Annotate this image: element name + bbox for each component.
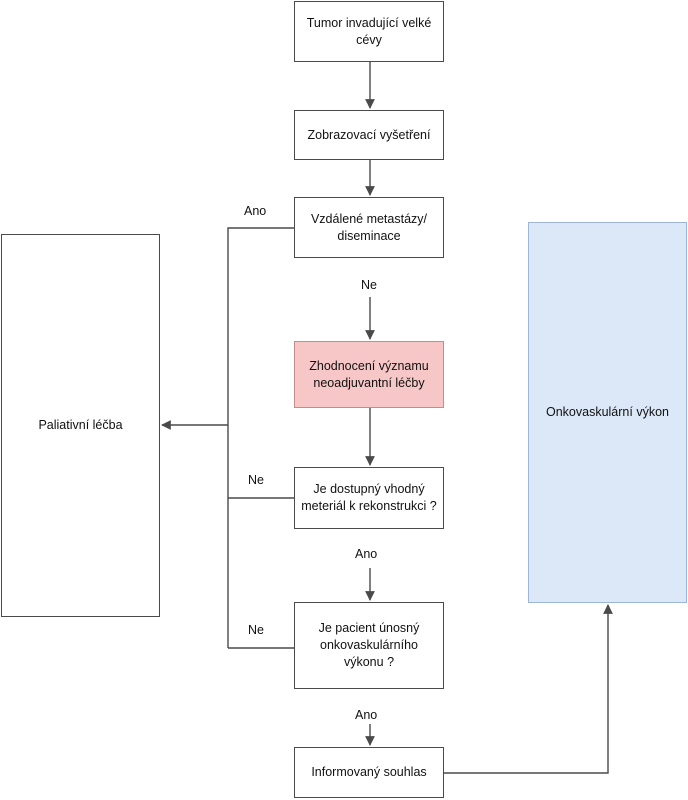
node-palliative-label: Paliativní léčba [38,418,123,433]
node-consent: Informovaný souhlas [294,747,444,798]
node-imaging: Zobrazovací vyšetření [294,110,444,160]
label-metastases-yes: Ano [244,204,267,218]
label-patient-yes: Ano [355,708,378,722]
node-palliative: Paliativní léčba [1,234,160,617]
label-material-no: Ne [248,473,264,487]
node-material: Je dostupný vhodný meteriál k rekonstruk… [294,467,444,529]
node-imaging-label: Zobrazovací vyšetření [307,127,431,142]
node-neoadjuvant: Zhodnocení významu neoadjuvantní léčby [294,341,444,408]
node-patient: Je pacient únosný onkovaskulárního výkon… [294,602,444,689]
node-tumor: Tumor invadující velké cévy [294,1,444,62]
node-consent-label: Informovaný souhlas [311,765,427,780]
label-patient-no: Ne [248,623,264,637]
line-metastases-yes [227,227,294,648]
node-metastases-label: Vzdálené metastázy/ diseminace [310,211,428,243]
label-metastases-no: Ne [361,278,377,292]
node-metastases: Vzdálené metastázy/ diseminace [294,197,444,258]
node-neoadjuvant-label: Zhodnocení významu neoadjuvantní léčby [309,358,429,390]
arrow-consent-to-oncovascular [444,604,613,774]
label-material-yes: Ano [355,547,378,561]
node-patient-label: Je pacient únosný onkovaskulárního výkon… [318,621,420,669]
node-oncovascular: Onkovaskulární výkon [528,222,687,603]
node-material-label: Je dostupný vhodný meteriál k rekonstruk… [301,482,437,513]
node-oncovascular-label: Onkovaskulární výkon [546,405,669,420]
node-tumor-label: Tumor invadující velké cévy [306,15,432,47]
